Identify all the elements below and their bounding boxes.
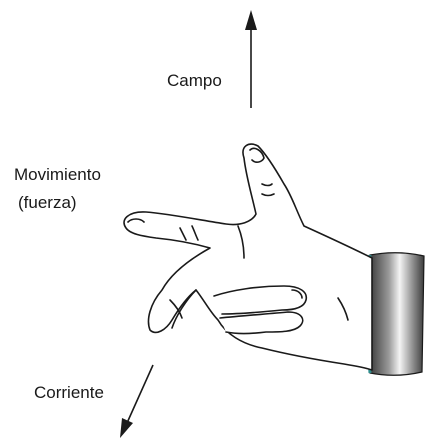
hand-icon	[123, 143, 373, 371]
thumb-crease-2	[261, 193, 275, 197]
palm-line-2	[169, 299, 183, 319]
current-label: Corriente	[34, 383, 104, 402]
index-crease-2	[191, 225, 199, 241]
ring-finger	[219, 311, 304, 335]
middle-nail	[291, 289, 303, 299]
cuff-icon	[366, 252, 425, 376]
motion-label-line1: Movimiento	[14, 165, 101, 184]
palm-line	[237, 225, 245, 259]
thumb-crease-1	[261, 183, 273, 187]
cuff-band	[369, 252, 425, 376]
field-label: Campo	[167, 71, 222, 90]
hand-silhouette	[123, 143, 373, 371]
motion-label-line2: (fuerza)	[18, 193, 77, 212]
thumb-nail	[249, 147, 265, 163]
index-nail	[127, 218, 145, 223]
field-arrow	[245, 10, 257, 108]
current-arrow-shaft	[126, 364, 154, 424]
little-finger	[171, 289, 197, 329]
wrist-crease	[337, 297, 349, 321]
current-arrow-head	[120, 418, 133, 438]
index-crease-1	[179, 227, 187, 241]
middle-finger	[213, 285, 308, 315]
field-arrow-head	[245, 10, 257, 30]
current-arrow	[120, 364, 154, 438]
